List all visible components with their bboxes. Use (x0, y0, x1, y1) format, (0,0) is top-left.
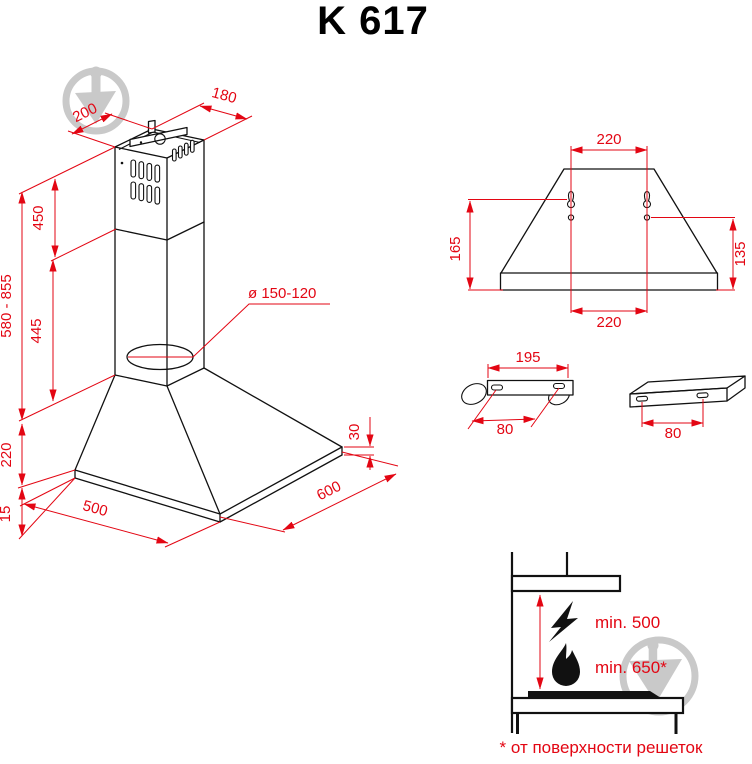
lightning-icon (549, 601, 578, 642)
dim-chimney-upper: 450 (30, 205, 47, 230)
dim-hole-spacing-bottom: 220 (596, 314, 621, 331)
flame-icon (552, 643, 580, 686)
installation-clearance-diagram: min. 500 min. 650* * от поверхности реше… (500, 552, 703, 757)
dim-chimney-lower: 445 (28, 318, 45, 343)
hood-isometric-outline (74, 119, 343, 523)
dim-hood-height: 220 (0, 442, 15, 467)
dim-total-height-range: 580 - 855 (0, 274, 15, 337)
cooktop-surface (528, 691, 661, 698)
dim-rim-edge: 30 (346, 424, 363, 441)
vent-slots-side (171, 139, 195, 162)
dim-plate-hole-spacing: 80 (665, 425, 682, 442)
mounting-plate-detail: 80 (629, 375, 746, 442)
counter-legs (516, 713, 678, 734)
dim-duct-diameter: ø 150-120 (248, 285, 316, 302)
dim-bottom-rim: 15 (0, 506, 14, 523)
hood-front-view: 220 220 165 135 (447, 131, 749, 331)
vent-slots-front (130, 159, 161, 205)
dim-bracket-length: 195 (515, 349, 540, 366)
wall-bracket-detail: 195 80 (461, 349, 574, 438)
clearance-gas-label: min. 650* (595, 658, 667, 677)
dim-front-width: 500 (81, 497, 110, 520)
counter (510, 696, 685, 715)
model-title: K 617 (317, 0, 429, 43)
iso-dimension-lines (17, 102, 399, 548)
dim-hole-spacing-top: 220 (596, 131, 621, 148)
dim-hole-height: 135 (732, 241, 749, 266)
clearance-electric-label: min. 500 (595, 613, 660, 632)
dim-keyhole-height: 165 (447, 236, 464, 261)
footnote-label: * от поверхности решеток (500, 738, 703, 757)
dim-bracket-hole-spacing: 80 (497, 421, 514, 438)
dim-side-depth: 600 (314, 478, 344, 505)
hood-bar (510, 574, 622, 593)
dim-width-top: 180 (210, 84, 239, 107)
